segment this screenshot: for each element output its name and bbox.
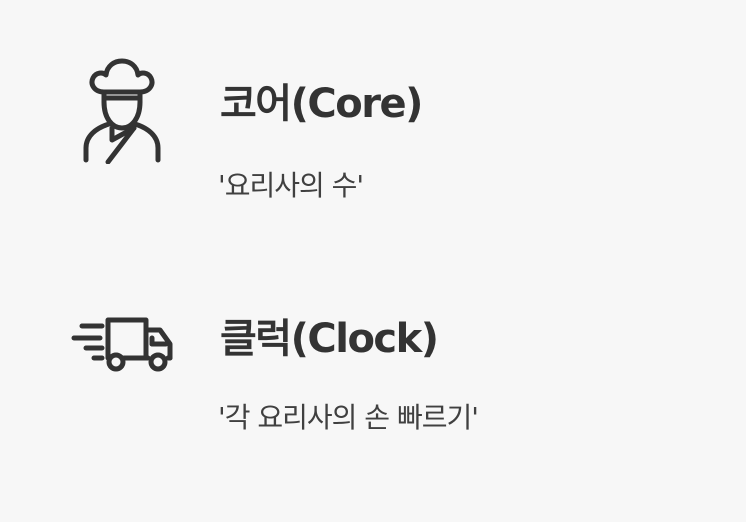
feature-clock: 클럭(Clock) '각 요리사의 손 빠르기' bbox=[0, 280, 746, 480]
feature-title: 코어(Core) bbox=[220, 81, 423, 127]
feature-description: '요리사의 수' bbox=[218, 169, 364, 202]
feature-description: '각 요리사의 손 빠르기' bbox=[218, 401, 479, 434]
delivery-truck-icon bbox=[71, 317, 173, 372]
feature-core: 코어(Core) '요리사의 수' bbox=[0, 50, 746, 250]
feature-title: 클럭(Clock) bbox=[220, 316, 439, 362]
chef-icon bbox=[83, 58, 161, 164]
